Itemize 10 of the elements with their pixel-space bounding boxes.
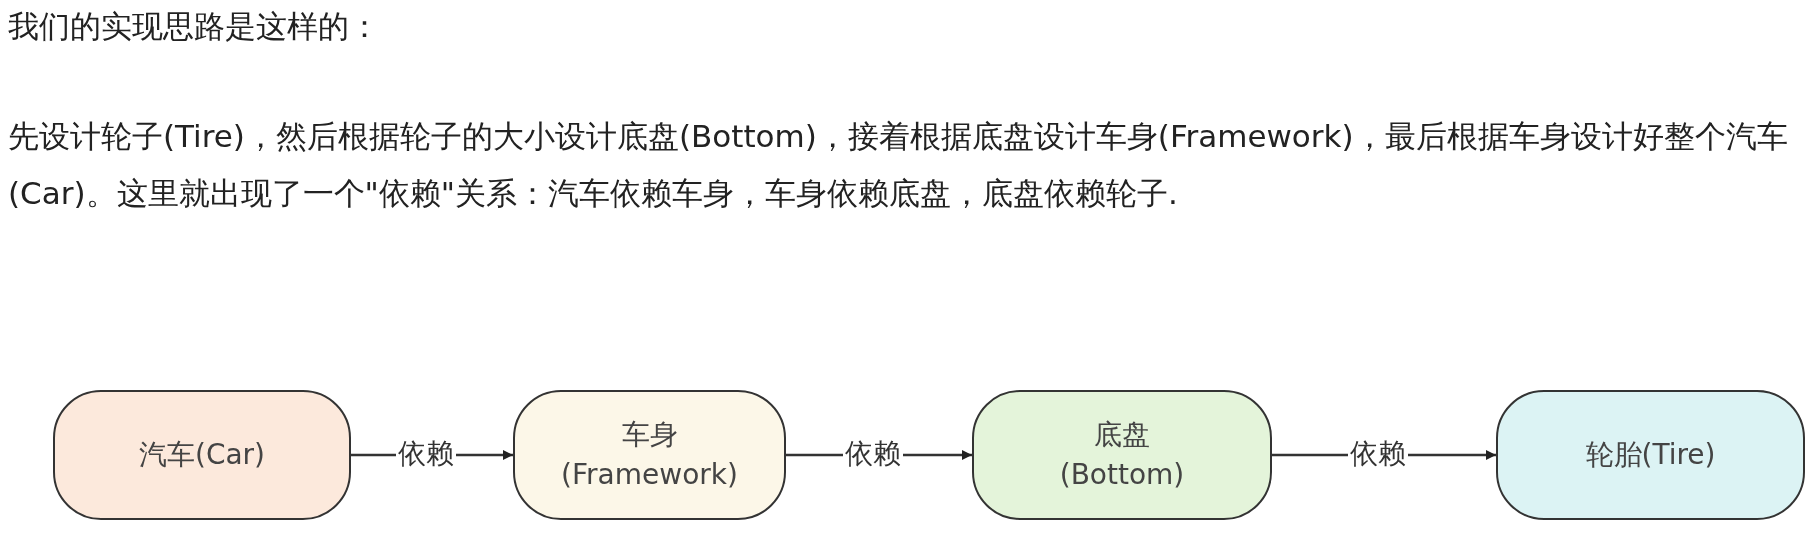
intro-text: 我们的实现思路是这样的： xyxy=(8,7,381,46)
process-box xyxy=(53,390,351,520)
box-label: 汽车(Car) xyxy=(138,437,266,473)
box-label: 底盘 (Bottom) xyxy=(1058,417,1186,493)
box-label: 车身 (Framework) xyxy=(560,417,739,493)
paragraph-text: 先设计轮子(Tire)，然后根据轮子的大小设计底盘(Bottom)，接着根据底盘设计车身(Framework)，最后根据车身设计好整个汽车(Car)。这里就出现了一个"依赖"关系：汽车依赖车身，车身依赖底盘，底盘依赖轮子. xyxy=(8,117,1789,213)
process-box xyxy=(1496,390,1805,520)
process-box xyxy=(972,390,1272,520)
process-box xyxy=(513,390,786,520)
box-label: 轮胎(Tire) xyxy=(1585,437,1716,473)
